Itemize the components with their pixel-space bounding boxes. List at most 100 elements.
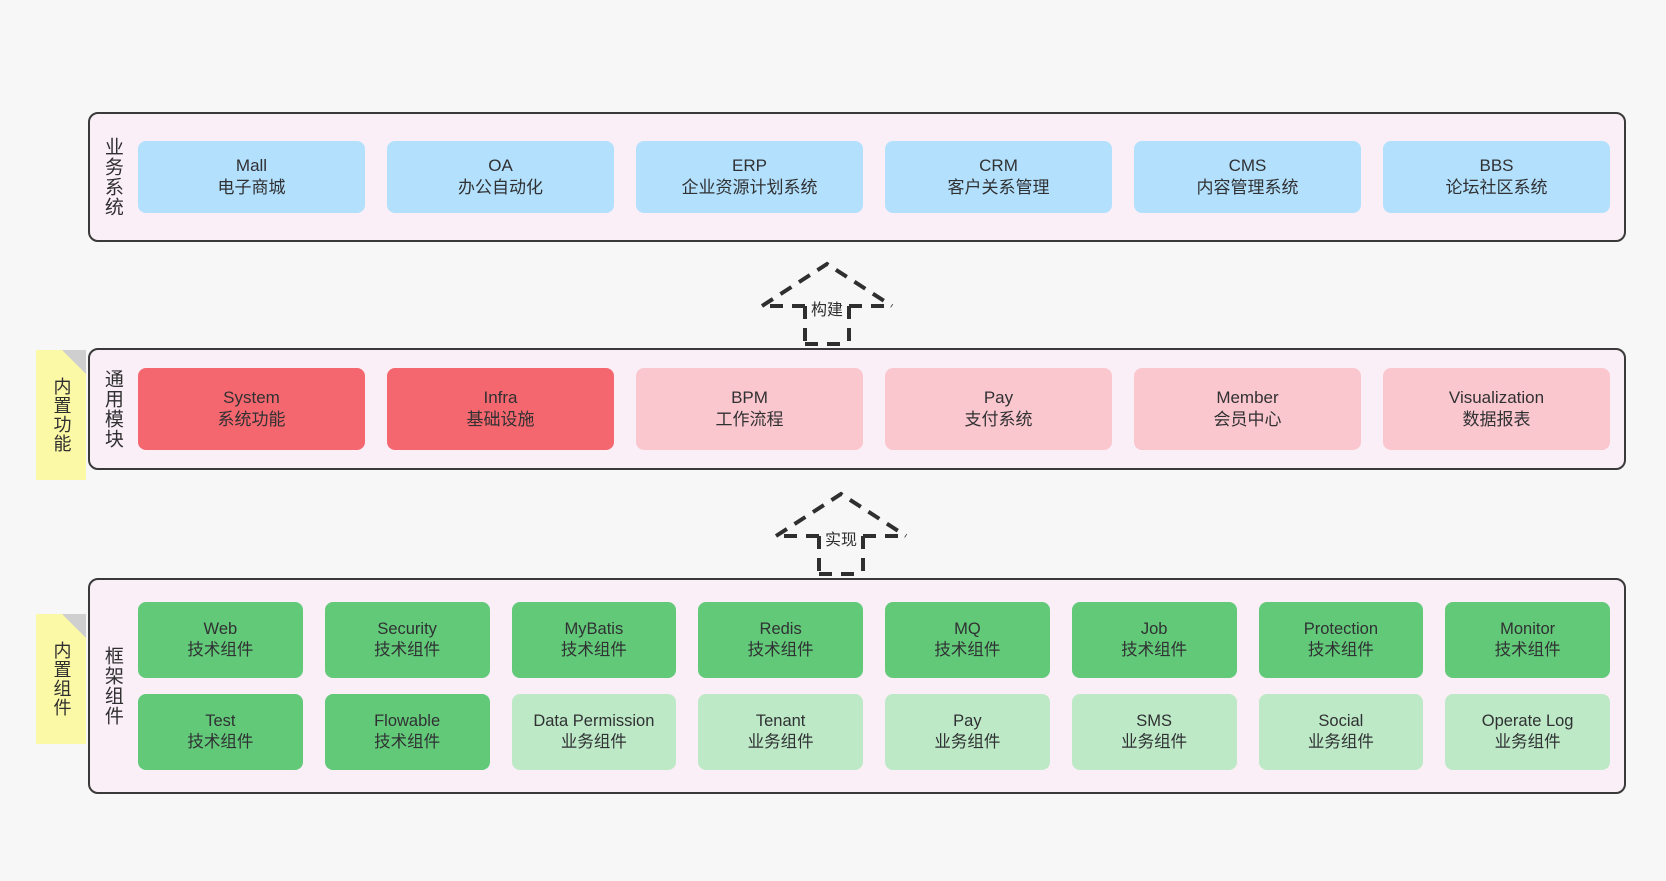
card-oa[interactable]: OA 办公自动化: [387, 141, 614, 213]
card-sms[interactable]: SMS 业务组件: [1071, 694, 1237, 770]
card-monitor[interactable]: Monitor 技术组件: [1445, 602, 1610, 678]
card-title: Security: [377, 619, 437, 638]
connector-build-label: 构建: [810, 302, 844, 319]
card-subtitle: 技术组件: [560, 641, 627, 659]
card-flowable[interactable]: Flowable 技术组件: [324, 694, 490, 770]
card-title: Pay: [983, 388, 1014, 408]
card-subtitle: 论坛社区系统: [1445, 178, 1548, 197]
note-builtin-components: 内置组件: [36, 614, 86, 744]
card-title: Monitor: [1500, 619, 1556, 638]
card-subtitle: 基础设施: [466, 410, 535, 429]
card-title: Social: [1318, 711, 1364, 730]
card-subtitle: 业务组件: [1121, 733, 1188, 751]
card-mybatis[interactable]: MyBatis 技术组件: [511, 602, 677, 678]
card-subtitle: 技术组件: [187, 641, 254, 659]
card-title: CMS: [1228, 156, 1267, 176]
card-title: Tenant: [755, 711, 806, 730]
tier-framework-components: 框架组件 Web 技术组件 Security 技术组件 MyBatis 技术组件…: [88, 578, 1626, 794]
card-title: Flowable: [374, 711, 441, 730]
card-system[interactable]: System 系统功能: [138, 368, 365, 450]
card-mall[interactable]: Mall 电子商城: [138, 141, 365, 213]
card-security[interactable]: Security 技术组件: [324, 602, 490, 678]
generalization-arrow-icon: [760, 261, 894, 346]
tier-label-business-systems: 业务系统: [101, 137, 123, 217]
tier-body-common-modules: System 系统功能 Infra 基础设施 BPM 工作流程 Pay 支付系统…: [134, 350, 1624, 468]
tier-common-modules: 通用模块 System 系统功能 Infra 基础设施 BPM 工作流程 Pay…: [88, 348, 1626, 470]
card-title: System: [223, 388, 280, 408]
card-title: ERP: [732, 156, 767, 176]
card-title: Data Permission: [533, 711, 655, 730]
tier-business-systems: 业务系统 Mall 电子商城 OA 办公自动化 ERP 企业资源计划系统 CRM…: [88, 112, 1626, 242]
tier-label-framework-components: 框架组件: [101, 646, 123, 726]
card-job[interactable]: Job 技术组件: [1071, 602, 1237, 678]
tier-body-framework-components: Web 技术组件 Security 技术组件 MyBatis 技术组件 Redi…: [134, 580, 1624, 792]
card-subtitle: 业务组件: [747, 733, 814, 751]
card-social[interactable]: Social 业务组件: [1258, 694, 1424, 770]
card-operate-log[interactable]: Operate Log 业务组件: [1445, 694, 1610, 770]
card-web[interactable]: Web 技术组件: [138, 602, 303, 678]
card-subtitle: 技术组件: [747, 641, 814, 659]
card-subtitle: 会员中心: [1213, 410, 1282, 429]
card-pay-module[interactable]: Pay 支付系统: [885, 368, 1112, 450]
card-title: Redis: [759, 619, 802, 638]
tier-row: Mall 电子商城 OA 办公自动化 ERP 企业资源计划系统 CRM 客户关系…: [138, 141, 1610, 213]
card-title: Operate Log: [1481, 711, 1574, 730]
card-test[interactable]: Test 技术组件: [138, 694, 303, 770]
card-subtitle: 系统功能: [217, 410, 286, 429]
card-subtitle: 技术组件: [1121, 641, 1188, 659]
card-title: Visualization: [1448, 388, 1545, 408]
card-tenant[interactable]: Tenant 业务组件: [698, 694, 863, 770]
card-subtitle: 业务组件: [1494, 733, 1561, 751]
card-title: SMS: [1136, 711, 1172, 730]
card-title: Infra: [483, 388, 518, 408]
card-subtitle: 客户关系管理: [947, 178, 1050, 197]
card-subtitle: 技术组件: [374, 641, 441, 659]
tier-row: Test 技术组件 Flowable 技术组件 Data Permission …: [138, 694, 1610, 770]
note-fold-corner-icon: [62, 350, 86, 374]
card-infra[interactable]: Infra 基础设施: [387, 368, 614, 450]
card-bbs[interactable]: BBS 论坛社区系统: [1383, 141, 1610, 213]
card-subtitle: 内容管理系统: [1196, 178, 1299, 197]
card-title: Test: [205, 711, 236, 730]
card-mq[interactable]: MQ 技术组件: [885, 602, 1050, 678]
connector-implement: 实现: [766, 488, 916, 576]
card-subtitle: 业务组件: [560, 733, 627, 751]
card-title: Pay: [953, 711, 982, 730]
card-title: Web: [203, 619, 238, 638]
card-member[interactable]: Member 会员中心: [1134, 368, 1361, 450]
card-title: OA: [488, 156, 513, 176]
card-subtitle: 办公自动化: [458, 178, 543, 197]
tier-row: Web 技术组件 Security 技术组件 MyBatis 技术组件 Redi…: [138, 602, 1610, 678]
card-crm[interactable]: CRM 客户关系管理: [885, 141, 1112, 213]
card-subtitle: 技术组件: [1494, 641, 1561, 659]
card-title: MQ: [954, 619, 981, 638]
card-erp[interactable]: ERP 企业资源计划系统: [636, 141, 863, 213]
card-title: BBS: [1479, 156, 1514, 176]
card-redis[interactable]: Redis 技术组件: [698, 602, 863, 678]
tier-label-common-modules: 通用模块: [101, 369, 123, 449]
card-title: MyBatis: [564, 619, 624, 638]
card-subtitle: 业务组件: [934, 733, 1001, 751]
card-subtitle: 企业资源计划系统: [681, 178, 818, 197]
card-subtitle: 业务组件: [1307, 733, 1374, 751]
note-builtin-features: 内置功能: [36, 350, 86, 480]
card-pay-component[interactable]: Pay 业务组件: [885, 694, 1050, 770]
card-title: Mall: [235, 156, 268, 176]
card-subtitle: 技术组件: [934, 641, 1001, 659]
card-cms[interactable]: CMS 内容管理系统: [1134, 141, 1361, 213]
card-title: Member: [1216, 388, 1279, 408]
note-label: 内置组件: [51, 641, 72, 717]
card-subtitle: 技术组件: [187, 733, 254, 751]
note-fold-corner-icon: [62, 614, 86, 638]
card-subtitle: 技术组件: [374, 733, 441, 751]
tier-row: System 系统功能 Infra 基础设施 BPM 工作流程 Pay 支付系统…: [138, 368, 1610, 450]
card-bpm[interactable]: BPM 工作流程: [636, 368, 863, 450]
card-visualization[interactable]: Visualization 数据报表: [1383, 368, 1610, 450]
generalization-arrow-icon: [774, 491, 908, 576]
card-protection[interactable]: Protection 技术组件: [1258, 602, 1424, 678]
card-data-permission[interactable]: Data Permission 业务组件: [511, 694, 677, 770]
card-subtitle: 数据报表: [1462, 410, 1531, 429]
tier-body-business-systems: Mall 电子商城 OA 办公自动化 ERP 企业资源计划系统 CRM 客户关系…: [134, 114, 1624, 240]
card-subtitle: 电子商城: [217, 178, 286, 197]
